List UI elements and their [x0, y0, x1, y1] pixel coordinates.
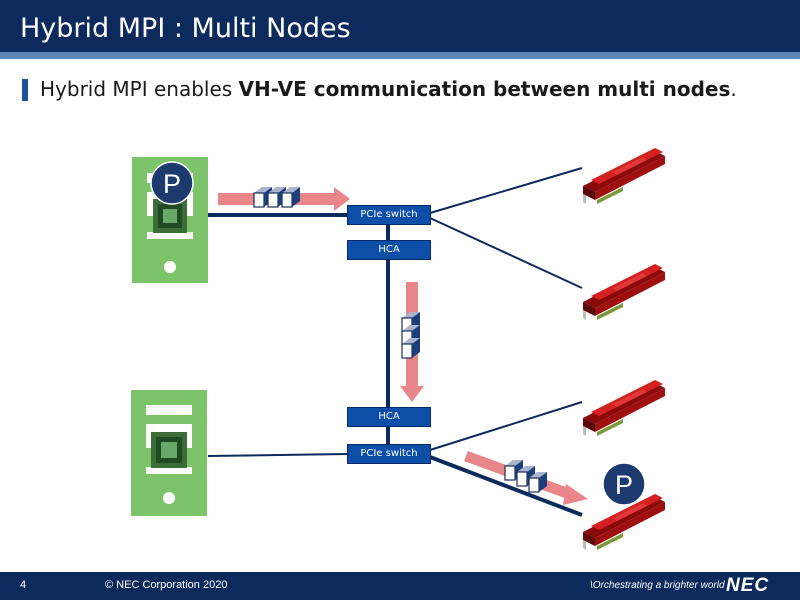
title-bar: [0, 0, 800, 52]
vector-engine-card-2: [583, 264, 665, 320]
slide-title: Hybrid MPI : Multi Nodes: [20, 13, 351, 44]
vector-host-1: P: [132, 157, 208, 283]
link-switch1-ve2: [429, 217, 583, 289]
title-stripe: [0, 52, 800, 59]
nec-logo: NEC: [726, 575, 770, 596]
hca-bottom: HCA: [347, 407, 431, 427]
link-node2-switch: [207, 453, 348, 457]
vector-engine-card-1: [583, 148, 665, 204]
copyright: © NEC Corporation 2020: [105, 579, 228, 591]
bullet-suffix: .: [730, 77, 737, 101]
packets-horizontal: [253, 186, 301, 208]
process-circle-host: [150, 161, 194, 205]
bullet-marker: [22, 79, 28, 101]
link-switch2-ve3: [429, 401, 583, 451]
hca-top: HCA: [347, 240, 431, 260]
packets-vertical: [401, 311, 421, 359]
footer: 4 © NEC Corporation 2020 \Orchestrating …: [0, 572, 800, 600]
process-label-ve: P: [615, 470, 633, 500]
pcie-switch-bottom: PCIe switch: [347, 444, 431, 464]
link-switch2-ve4: [429, 455, 583, 517]
bullet-prefix: Hybrid MPI enables: [40, 77, 239, 101]
bullet-text: Hybrid MPI enables VH-VE communication b…: [40, 77, 737, 101]
vector-host-2: [131, 390, 207, 516]
link-switch1-ve1: [429, 167, 583, 214]
pcie-switch-top: PCIe switch: [347, 205, 431, 225]
tagline: \Orchestrating a brighter world: [590, 580, 725, 591]
diagram: P P: [131, 148, 665, 550]
bullet-bold: VH-VE communication between multi nodes: [238, 77, 731, 101]
process-label-host: P: [163, 169, 181, 199]
page-number: 4: [20, 579, 27, 591]
vector-engine-card-3: [583, 380, 665, 436]
process-circle-ve: [602, 462, 646, 506]
